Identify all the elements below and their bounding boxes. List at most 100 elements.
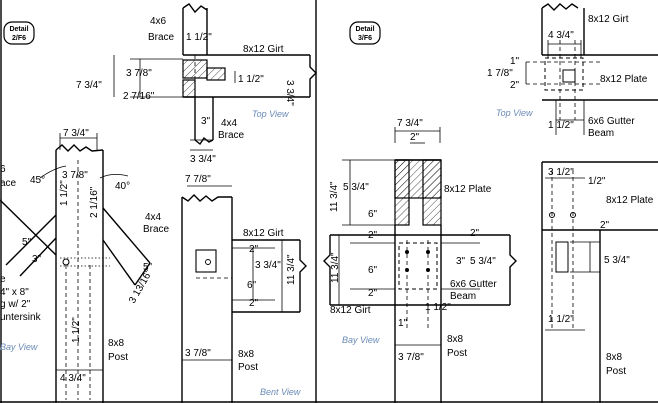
label-post: Post: [606, 366, 626, 377]
view-caption-bay: Bay View: [342, 335, 380, 345]
label-dim: 7 3/4": [63, 128, 89, 139]
label-dim: 6": [247, 280, 257, 291]
label-brace: Brace: [148, 32, 175, 43]
label-girt: 8x12 Girt: [588, 14, 629, 25]
label-gutter-beam: 6x6 Gutter: [588, 116, 635, 127]
label-dim: 3 7/8": [185, 348, 211, 359]
label-dim: 1 1/2": [186, 32, 212, 43]
label-dim: 5 3/4": [604, 255, 630, 266]
view-caption-bent: Bent View: [260, 387, 301, 397]
label-dim: 11 3/4": [286, 254, 297, 285]
label-beam: Beam: [588, 128, 614, 139]
label-dim: 3 3/4": [284, 80, 295, 106]
label-dim: 5": [22, 237, 32, 248]
label-peg-note: 4" x 8": [0, 287, 29, 298]
label-brace-size: 6: [0, 164, 6, 175]
label-dim: 3 3/4": [255, 260, 281, 271]
label-dim: 4 3/4": [60, 373, 86, 384]
detail-tag-line2: 3/F6: [358, 35, 372, 42]
label-post: Post: [447, 348, 467, 359]
label-dim: 4 3/4": [548, 30, 574, 41]
label-dim: 7 7/8": [185, 174, 211, 185]
label-gutter-beam: 6x6 Gutter: [450, 279, 497, 290]
label-dim: 1 1/2": [548, 314, 574, 325]
label-plate: 8x12 Plate: [606, 195, 654, 206]
label-dim: 3 3/4": [190, 154, 216, 165]
label-angle: 45°: [30, 175, 45, 186]
label-dim: 2": [368, 230, 378, 241]
label-dim: 1": [398, 318, 408, 329]
label-dim: 1 1/2": [59, 180, 70, 206]
label-dim: 5 3/4": [343, 182, 369, 193]
label-dim: 3 13/16": [127, 268, 155, 306]
label-girt: 8x12 Girt: [243, 228, 284, 239]
label-dim: 7 3/4": [397, 118, 423, 129]
label-dim: 1": [510, 56, 520, 67]
detail-tag-line1: Detail: [9, 26, 28, 33]
label-dim: 5": [143, 262, 153, 273]
label-peg-note: e: [0, 274, 6, 285]
label-dim: 3 7/8": [62, 170, 88, 181]
label-dim: 3 7/8": [126, 68, 152, 79]
label-dim: 1 7/8": [487, 68, 513, 79]
label-dim: 1 1/2": [548, 120, 574, 131]
view-caption-top: Top View: [496, 108, 533, 118]
label-beam: Beam: [450, 291, 476, 302]
detail-tag-line2: 2/F6: [12, 35, 26, 42]
label-dim: 6": [368, 265, 378, 276]
left-bay-view: 7 3/4" 3 7/8" 45° 6 ace 40° 1 1/2" 2 1/1…: [0, 128, 170, 403]
label-dim: 2": [470, 228, 480, 239]
label-dim: 2": [600, 220, 610, 231]
right-top-view: 8x12 Girt 4 3/4" 1" 1 7/8" 2" 8x12 Plate…: [487, 3, 658, 139]
label-brace: ace: [0, 178, 17, 189]
label-brace: Brace: [218, 130, 245, 141]
label-post: Post: [108, 352, 128, 363]
label-angle: 40°: [115, 181, 130, 192]
label-dim: 11 3/4": [329, 181, 340, 212]
label-girt: 8x12 Girt: [243, 44, 284, 55]
label-brace-size: 4x4: [221, 118, 238, 129]
label-post-size: 8x8: [108, 338, 125, 349]
left-top-view: 4x6 Brace 1 1/2" 8x12 Girt 3 7/8" 7 3/4"…: [76, 3, 317, 165]
right-bent-view: 3 1/2" 1/2" 8x12 Plate 2" 5 3/4" 1 1/2" …: [541, 161, 658, 403]
left-bent-view: 7 7/8" 8x12 Girt 2" 3 3/4" 11 3/4" 6" 2"…: [181, 174, 307, 403]
right-bay-view: 7 3/4" 2" 5 3/4" 11 3/4" 8x12 Plate 6" 2…: [323, 118, 517, 403]
label-peg-note: g w/ 2": [0, 299, 31, 310]
label-dim: 1 1/2": [71, 317, 82, 343]
label-brace-size: 4x6: [150, 16, 167, 27]
label-brace: Brace: [143, 224, 170, 235]
label-dim: 2": [410, 132, 420, 143]
label-dim: 2": [368, 288, 378, 299]
label-dim: 7 3/4": [76, 80, 102, 91]
detail-tag-line1: Detail: [355, 26, 374, 33]
label-dim: 3": [32, 254, 42, 265]
label-plate: 8x12 Plate: [600, 74, 648, 85]
left-detail-tag: Detail 2/F6: [3, 21, 35, 45]
view-caption-bay: Bay View: [0, 342, 38, 352]
label-dim: 2": [249, 244, 259, 255]
label-post-size: 8x8: [238, 349, 255, 360]
label-post-size: 8x8: [447, 334, 464, 345]
label-dim: 1/2": [588, 176, 606, 187]
label-dim: 1 1/2": [425, 302, 451, 313]
right-detail-tag: Detail 3/F6: [349, 21, 381, 45]
label-dim: 3 7/8": [398, 352, 424, 363]
label-dim: 2 1/16": [89, 186, 100, 218]
label-girt: 8x12 Girt: [330, 305, 371, 316]
label-dim: 3": [201, 116, 211, 127]
view-caption-top: Top View: [252, 109, 289, 119]
label-dim: 2": [249, 298, 259, 309]
label-dim: 1 1/2": [238, 74, 264, 85]
label-dim: 5 3/4": [470, 256, 496, 267]
label-dim: 3 1/2": [548, 167, 574, 178]
label-peg-note: untersink: [0, 312, 42, 323]
label-dim: 2": [510, 80, 520, 91]
label-post: Post: [238, 362, 258, 373]
label-dim: 2 7/16": [123, 91, 155, 102]
label-dim: 11 3/4": [330, 252, 341, 283]
label-brace-size: 4x4: [145, 212, 162, 223]
label-dim: 6": [368, 209, 378, 220]
label-dim: 3": [456, 256, 466, 267]
